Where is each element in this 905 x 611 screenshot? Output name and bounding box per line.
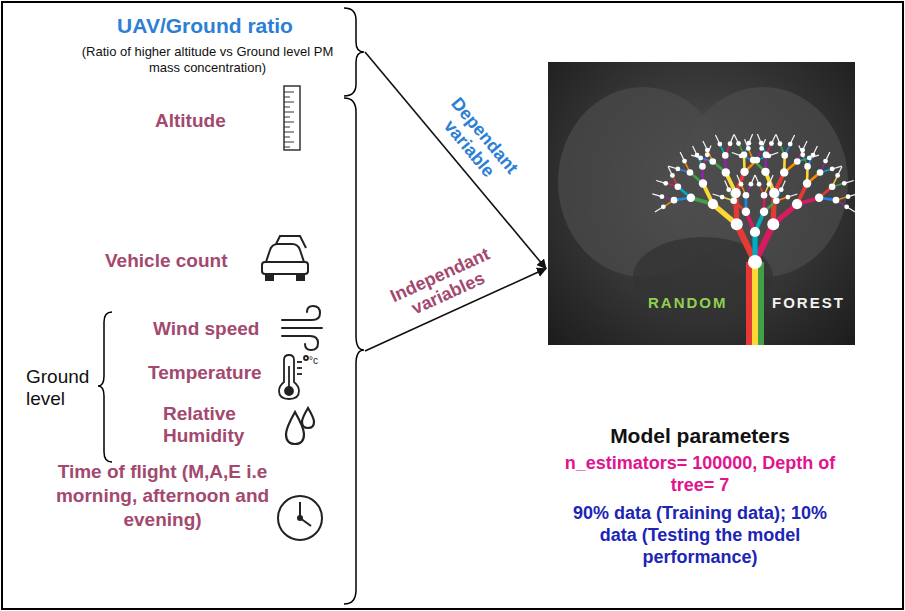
group-subtitle: (Ratio of higher altitude vs Ground leve… [70,44,345,76]
arrow-connector [365,52,546,269]
humidity-icon [286,408,314,444]
variable-group: AltitudeVehicle countWind speedTemperatu… [20,95,365,607]
edge-label: Dependant variable [423,83,531,201]
image-caption: RANDOM [648,294,728,311]
image-caption: FOREST [772,294,845,311]
data-split-text: 90% data (Training data); 10% data (Test… [560,502,840,568]
wind-icon [282,306,322,350]
thermometer-icon: °c [279,355,318,399]
ruler-icon [284,86,300,150]
curly-brace [98,312,112,462]
variable-name: Relative Humidity [163,403,268,447]
variable-name: Wind speed [153,318,259,340]
parameter-text: n_estimators= 100000, Depth of tree= 7 [560,452,840,496]
car-icon [262,236,308,280]
curly-brace [344,8,364,96]
group-label: Ground level [26,366,98,410]
group-title: UAV/Ground ratio [60,14,350,38]
clock-icon [278,496,322,540]
variable-name: Temperature [148,362,262,384]
variable-name: Time of flight (M,A,E i.e morning, after… [50,460,275,532]
variable-group: UAV/Ground ratio (Ratio of higher altitud… [60,8,365,96]
curly-brace [344,98,364,604]
variable-name: Vehicle count [105,250,227,272]
svg-text:°c: °c [309,355,318,366]
variable-name: Altitude [155,110,226,132]
random-forest-image: RANDOM FOREST [548,62,855,345]
section-heading: Model parameters [545,424,855,448]
